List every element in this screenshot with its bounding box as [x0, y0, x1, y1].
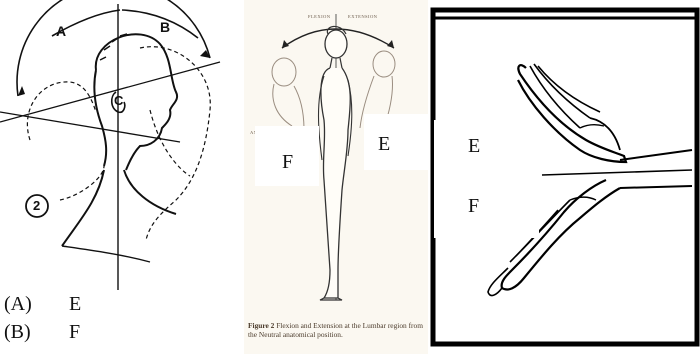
- answer-key-a: (A): [4, 294, 32, 314]
- caption-bold: Figure 2: [248, 321, 274, 330]
- label-a: A: [56, 24, 66, 38]
- answer-value-b: F: [69, 322, 80, 342]
- answer-value-a: E: [69, 294, 81, 314]
- wrist-flexion-extension-panel: E F: [430, 0, 700, 354]
- label-b: B: [160, 20, 170, 34]
- overlay-label-f: F: [282, 152, 293, 172]
- overlay-box-wrist: [434, 120, 539, 238]
- lumbar-flexion-extension-panel: FLEXION EXTENSION AN F E Figure 2 Flexio…: [244, 0, 428, 354]
- overlay-label-f-wrist: F: [468, 196, 479, 216]
- answer-key-b: (B): [4, 322, 31, 342]
- caption-text: Flexion and Extension at the Lumbar regi…: [248, 321, 423, 339]
- overlay-label-e-wrist: E: [468, 136, 480, 156]
- head-flexion-extension-panel: A B C 2 (A) E (B) F: [0, 0, 234, 354]
- tiny-extension-label: EXTENSION: [348, 14, 377, 19]
- head-diagram: [0, 0, 234, 354]
- overlay-label-e: E: [378, 134, 390, 154]
- tiny-flexion-label: FLEXION: [308, 14, 330, 19]
- overlay-box-e: [364, 114, 430, 170]
- figure-number: 2: [33, 199, 40, 212]
- figure-caption: Figure 2 Flexion and Extension at the Lu…: [248, 321, 426, 340]
- label-c: C: [114, 94, 123, 107]
